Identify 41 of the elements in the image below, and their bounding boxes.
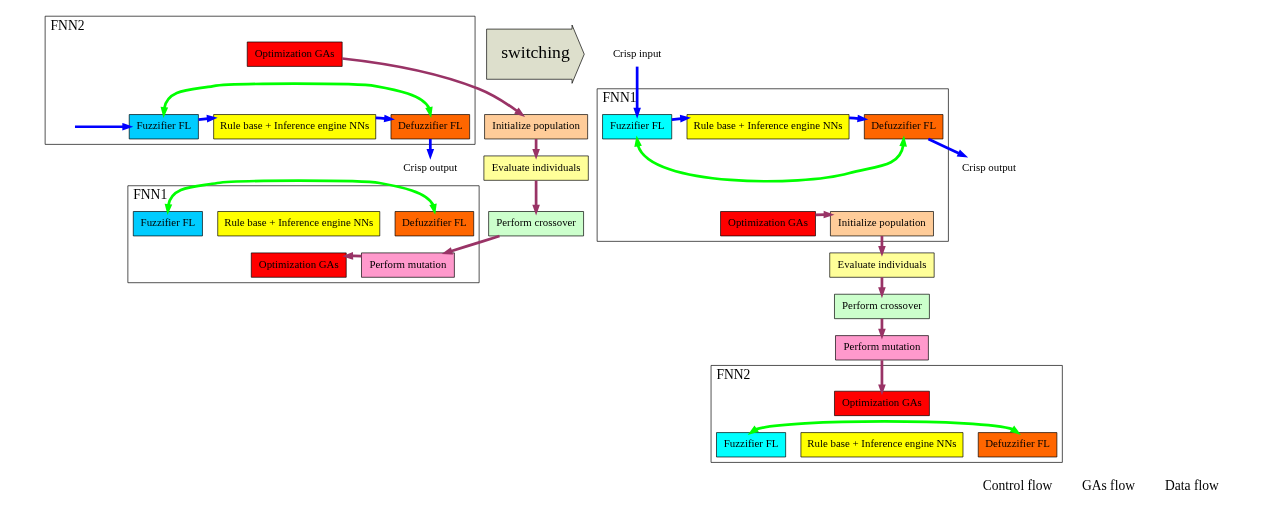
node-box: Optimization GAs bbox=[246, 41, 343, 67]
node-box: Rule base + Inference engine NNs bbox=[213, 114, 377, 140]
node-box: Defuzzifier FL bbox=[977, 432, 1058, 458]
arrow bbox=[815, 210, 835, 219]
node-box: Perform crossover bbox=[488, 211, 584, 237]
arrow bbox=[747, 420, 1021, 435]
node-text: Crisp output bbox=[403, 160, 458, 173]
node-box: Evaluate individuals bbox=[483, 155, 589, 181]
node-box: Initialize population bbox=[484, 114, 588, 140]
node-box: Defuzzifier FL bbox=[394, 211, 475, 237]
arrow bbox=[342, 57, 526, 117]
node-box: Perform crossover bbox=[834, 293, 930, 319]
legend-label: Data flow bbox=[1164, 477, 1219, 493]
node-box: Initialize population bbox=[830, 211, 934, 237]
arrow bbox=[878, 360, 886, 396]
legend-label: Control flow bbox=[982, 477, 1053, 493]
node-text: Crisp output bbox=[962, 160, 1017, 173]
node-box: Rule base + Inference engine NNs bbox=[800, 432, 964, 458]
node-box: Optimization GAs bbox=[834, 390, 930, 416]
node-box: Rule base + Inference engine NNs bbox=[686, 114, 850, 140]
node-box: Optimization GAs bbox=[720, 211, 816, 237]
node-box: Fuzzifier FL bbox=[716, 432, 786, 458]
node-box: Defuzzifier FL bbox=[390, 114, 470, 140]
node-box: Fuzzifier FL bbox=[132, 211, 203, 237]
legend-label: GAs flow bbox=[1081, 477, 1135, 493]
arrow bbox=[426, 139, 435, 160]
node-box: Perform mutation bbox=[835, 335, 929, 361]
arrow bbox=[532, 180, 540, 216]
node-box: Evaluate individuals bbox=[829, 252, 935, 278]
node-box: Defuzzifier FL bbox=[864, 114, 944, 140]
arrow bbox=[634, 135, 907, 183]
node-box: Fuzzifier FL bbox=[602, 114, 673, 140]
node-box: Optimization GAs bbox=[250, 252, 347, 278]
arrow bbox=[164, 179, 437, 215]
node-text: Crisp input bbox=[612, 46, 662, 59]
node-box: Perform mutation bbox=[361, 252, 455, 278]
arrow bbox=[633, 66, 641, 119]
arrow bbox=[75, 122, 134, 131]
node-box: Rule base + Inference engine NNs bbox=[217, 211, 381, 237]
arrow bbox=[927, 137, 969, 158]
node-box: Fuzzifier FL bbox=[128, 114, 199, 140]
